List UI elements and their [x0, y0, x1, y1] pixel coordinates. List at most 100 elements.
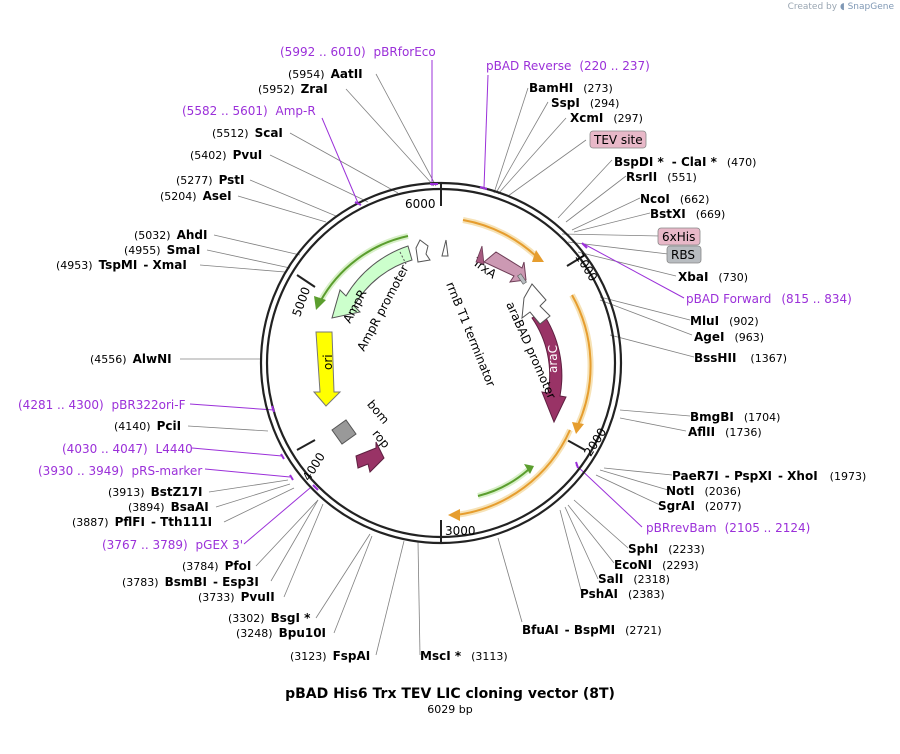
- primer-name: pBR322ori-F: [112, 398, 186, 412]
- site-position: (3733): [198, 591, 235, 604]
- map-label: (3784) PfoI: [182, 559, 251, 573]
- map-label: BstXI(669): [650, 207, 725, 221]
- site-position: (3113): [471, 650, 508, 663]
- map-label: RsrII(551): [626, 170, 697, 184]
- snapgene-logo-icon: ◖: [839, 2, 845, 12]
- map-title: pBAD His6 Trx TEV LIC cloning vector (8T…: [285, 686, 615, 702]
- primer-range: (2105 .. 2124): [725, 521, 811, 535]
- primer-name: pRS-marker: [132, 464, 203, 478]
- restriction-site-name: RsrII: [626, 170, 657, 184]
- boxed-label-6xhis: 6xHis: [662, 230, 695, 244]
- primer-name: pBAD Reverse: [486, 59, 571, 73]
- restriction-site-name: PspXI: [734, 469, 772, 483]
- map-label: (3767 .. 3789) pGEX 3': [102, 538, 243, 552]
- primer-range: (3767 .. 3789): [102, 538, 188, 552]
- site-labels-left: (5954) AatII (5952)ZraI (5512) ScaI (5402)…: [56, 67, 370, 663]
- restriction-site-name: FspAI: [333, 649, 371, 663]
- map-label: AgeI(963): [694, 330, 764, 344]
- primer-labels: (5992 .. 6010) pBRforEco pBAD Reverse(22…: [18, 45, 852, 552]
- restriction-site-name: PflFI: [115, 515, 145, 529]
- tick-label-5000: 5000: [290, 285, 314, 318]
- restriction-site-name: ScaI: [255, 126, 283, 140]
- map-label: MscI *(3113): [420, 649, 508, 663]
- tick-label-2000: 2000: [581, 425, 609, 458]
- watermark-prefix: Created by: [787, 2, 838, 12]
- primer-name: pGEX 3': [196, 538, 243, 552]
- boxed-label-rbs: RBS: [671, 248, 695, 262]
- map-label: (4030 .. 4047) L4440: [62, 442, 193, 456]
- map-label: -: [213, 575, 222, 589]
- restriction-site-name: PvuII: [241, 590, 275, 604]
- site-position: (662): [680, 193, 710, 206]
- site-position: (2233): [668, 543, 705, 556]
- tick-label-6000: 6000: [405, 197, 436, 211]
- map-label: (5952)ZraI: [258, 82, 328, 96]
- restriction-site-name: AgeI: [694, 330, 724, 344]
- restriction-site-name: BstXI: [650, 207, 686, 221]
- site-position: (1973): [830, 470, 867, 483]
- primer-range: (4030 .. 4047): [62, 442, 148, 456]
- primer-name: Amp-R: [276, 104, 316, 118]
- boxed-label-tev-site: TEV site: [593, 133, 643, 147]
- site-position: (3123): [290, 650, 327, 663]
- restriction-site-name: PshAI: [580, 587, 618, 601]
- primer-range: (5992 .. 6010): [280, 45, 366, 59]
- restriction-site-name: NcoI: [640, 192, 670, 206]
- primer-range: (3930 .. 3949): [38, 464, 124, 478]
- restriction-site-name: XcmI: [570, 111, 603, 125]
- map-label: BamHI(273): [529, 81, 613, 95]
- map-label: pBAD Reverse(220 .. 237): [486, 59, 650, 73]
- restriction-site-name: SmaI: [167, 243, 201, 257]
- map-label: (5402)PvuI: [190, 148, 262, 162]
- restriction-site-name: BfuAI: [522, 623, 559, 637]
- site-position: (1736): [725, 426, 762, 439]
- feature-label-rop: rop: [369, 427, 392, 451]
- map-label: PaeR7I- PspXI- XhoI(1973): [672, 469, 866, 483]
- map-size: 6029 bp: [427, 703, 473, 716]
- map-label: PshAI(2383): [580, 587, 665, 601]
- restriction-site-name: PfoI: [225, 559, 252, 573]
- map-label: MluI(902): [690, 314, 759, 328]
- site-position: (5512): [212, 127, 249, 140]
- site-labels-right: MscI *(3113) BfuAI- BspMI(2721) PshAI(23…: [420, 81, 866, 663]
- restriction-site-name: SgrAI: [658, 499, 695, 513]
- map-label: (3302)BsgI *: [228, 611, 311, 625]
- tick-label-4000: 4000: [300, 450, 328, 483]
- restriction-site-name: XbaI: [678, 270, 708, 284]
- primer-marks: [271, 183, 588, 491]
- restriction-site-name: PaeR7I: [672, 469, 719, 483]
- site-position: (4955): [124, 244, 161, 257]
- site-position: (902): [729, 315, 759, 328]
- feature-label-bom: bom: [364, 397, 392, 426]
- map-label: (5954) AatII: [288, 67, 363, 81]
- restriction-site-name: PvuI: [233, 148, 263, 162]
- site-position: (5954): [288, 68, 325, 81]
- site-position: (297): [613, 112, 643, 125]
- restriction-site-name: BssHII: [694, 351, 736, 365]
- map-label: BspDI *- ClaI *(470): [614, 155, 756, 169]
- restriction-site-name: PstI: [219, 173, 245, 187]
- restriction-site-name: XhoI: [787, 469, 818, 483]
- site-position: (2293): [662, 559, 699, 572]
- site-position: (3913): [108, 486, 145, 499]
- site-position: (3894): [128, 501, 165, 514]
- restriction-site-name: PciI: [157, 419, 182, 433]
- site-position: (3248): [236, 627, 273, 640]
- restriction-site-name: AatII: [331, 67, 363, 81]
- site-position: (2318): [633, 573, 670, 586]
- tick-label-1000: 1000: [572, 251, 600, 284]
- orf-arrows: [314, 217, 594, 521]
- feature-ori: ori: [312, 331, 342, 407]
- site-position: (5952): [258, 83, 295, 96]
- restriction-site-name: XmaI: [152, 258, 186, 272]
- map-label: (5512) ScaI: [212, 126, 283, 140]
- site-position: (5032): [134, 229, 171, 242]
- map-label: (3887)PflFI- Tth111I: [72, 515, 212, 529]
- site-position: (2077): [705, 500, 742, 513]
- site-position: (1367): [750, 352, 787, 365]
- site-position: (4140): [114, 420, 151, 433]
- primer-range: (815 .. 834): [781, 292, 851, 306]
- restriction-site-name: Tth111I: [160, 515, 212, 529]
- restriction-site-name: EcoNI: [614, 558, 652, 572]
- site-position: (3784): [182, 560, 219, 573]
